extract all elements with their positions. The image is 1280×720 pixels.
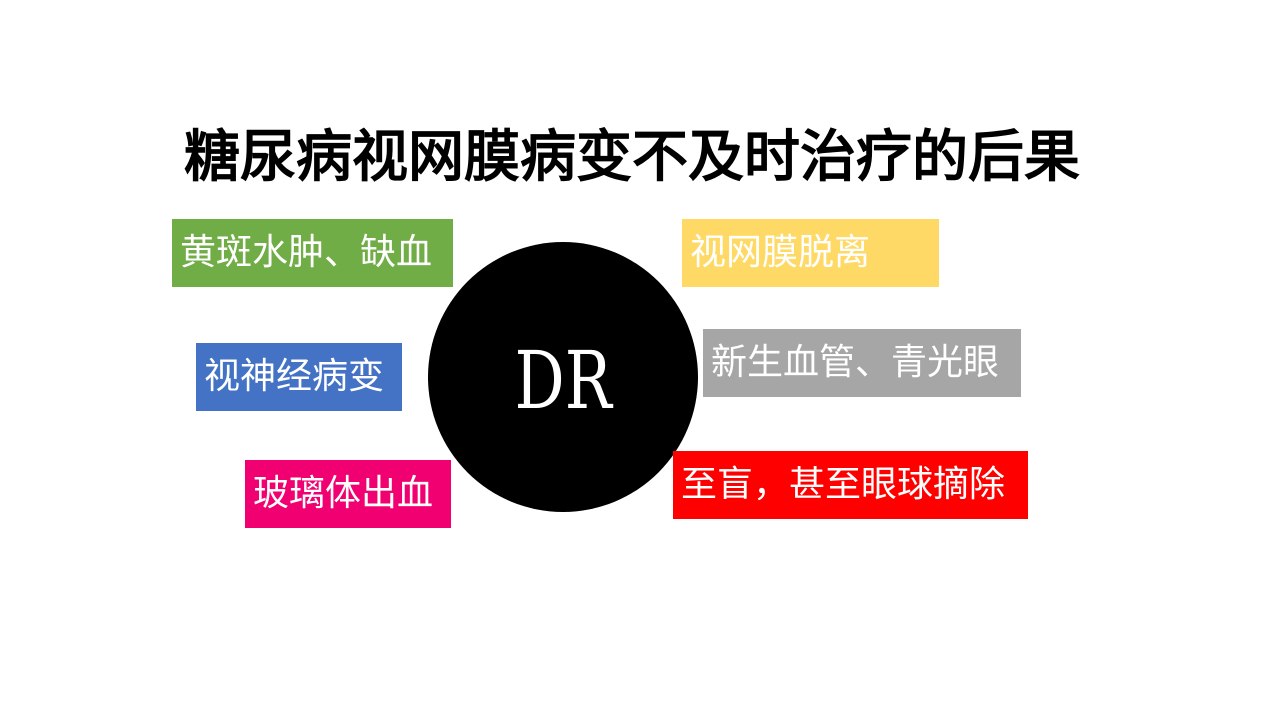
consequence-box-vitreous-hemorrhage: 玻璃体出血 (245, 460, 451, 528)
consequence-box-retinal-detachment: 视网膜脱离 (682, 219, 939, 287)
dr-circle: DR (428, 242, 698, 512)
consequence-box-macular-edema: 黄斑水肿、缺血 (172, 219, 453, 287)
consequence-box-neovascular-glaucoma: 新生血管、青光眼 (703, 329, 1021, 397)
slide-title: 糖尿病视网膜病变不及时治疗的后果 (184, 125, 1080, 190)
consequence-box-optic-neuropathy: 视神经病变 (196, 343, 402, 411)
dr-circle-label: DR (514, 334, 612, 427)
consequence-box-blindness: 至盲，甚至眼球摘除 (673, 451, 1028, 519)
